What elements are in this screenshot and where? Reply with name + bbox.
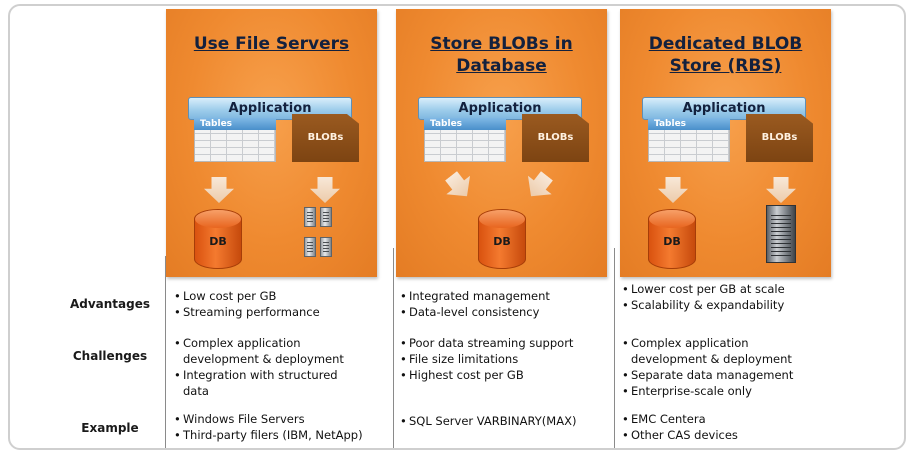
- list-item: Complex application development & deploy…: [622, 335, 822, 367]
- row-label-example: Example: [81, 421, 139, 435]
- list-item: Low cost per GB: [174, 288, 384, 304]
- panel-title: Dedicated BLOB Store (RBS): [648, 34, 803, 76]
- list-item: Integrated management: [400, 288, 610, 304]
- blobs-box: BLOBs: [292, 114, 359, 162]
- panel-title: Store BLOBs in Database: [430, 34, 573, 76]
- list-item: Poor data streaming support: [400, 335, 612, 351]
- list-item: Scalability & expandability: [622, 297, 837, 313]
- challenges-blobs-in-database: Poor data streaming support File size li…: [400, 335, 612, 383]
- advantages-dedicated-blob-store: Lower cost per GB at scale Scalability &…: [622, 281, 837, 313]
- list-item: Other CAS devices: [622, 427, 822, 443]
- list-item: File size limitations: [400, 351, 612, 367]
- panel-dedicated-blob-store: Dedicated BLOB Store (RBS) Application T…: [620, 9, 831, 277]
- challenges-dedicated-blob-store: Complex application development & deploy…: [622, 335, 822, 399]
- list-item: Enterprise-scale only: [622, 383, 822, 399]
- column-divider: [165, 256, 166, 448]
- tables-grid: Tables: [194, 118, 276, 162]
- column-divider: [614, 248, 615, 448]
- row-label-challenges: Challenges: [72, 349, 148, 363]
- list-item: Third-party filers (IBM, NetApp): [174, 427, 389, 443]
- down-arrow-icon: [310, 177, 340, 203]
- database-icon: DB: [194, 209, 242, 269]
- list-item: SQL Server VARBINARY(MAX): [400, 413, 612, 429]
- list-item: EMC Centera: [622, 411, 822, 427]
- advantages-blobs-in-database: Integrated management Data-level consist…: [400, 288, 610, 320]
- database-icon: DB: [648, 209, 696, 269]
- server-icon: [320, 207, 332, 227]
- panel-title: Use File Servers: [193, 34, 350, 54]
- column-divider: [393, 248, 394, 448]
- list-item: Highest cost per GB: [400, 367, 612, 383]
- list-item: Integration with structured data: [174, 367, 364, 399]
- advantages-file-servers: Low cost per GB Streaming performance: [174, 288, 384, 320]
- example-blobs-in-database: SQL Server VARBINARY(MAX): [400, 413, 612, 429]
- server-icon: [304, 237, 316, 257]
- down-arrow-icon: [204, 177, 234, 203]
- storage-rack-icon: [766, 205, 796, 263]
- challenges-file-servers: Complex application development & deploy…: [174, 335, 364, 399]
- tables-grid: Tables: [648, 118, 730, 162]
- down-arrow-icon: [519, 167, 559, 206]
- list-item: Separate data management: [622, 367, 822, 383]
- row-label-advantages: Advantages: [69, 297, 151, 311]
- down-arrow-icon: [766, 177, 796, 203]
- database-icon: DB: [478, 209, 526, 269]
- example-file-servers: Windows File Servers Third-party filers …: [174, 411, 389, 443]
- panel-blobs-in-database: Store BLOBs in Database Application Tabl…: [396, 9, 607, 277]
- server-icon: [320, 237, 332, 257]
- panel-file-servers: Use File Servers Application Tables BLOB…: [166, 9, 377, 277]
- down-arrow-icon: [439, 167, 479, 206]
- server-icon: [304, 207, 316, 227]
- tables-grid: Tables: [424, 118, 506, 162]
- list-item: Complex application development & deploy…: [174, 335, 364, 367]
- blobs-box: BLOBs: [746, 114, 813, 162]
- example-dedicated-blob-store: EMC Centera Other CAS devices: [622, 411, 822, 443]
- tables-label: Tables: [194, 118, 276, 130]
- list-item: Data-level consistency: [400, 304, 610, 320]
- list-item: Windows File Servers: [174, 411, 389, 427]
- blobs-box: BLOBs: [522, 114, 589, 162]
- tables-label: Tables: [648, 118, 730, 130]
- down-arrow-icon: [658, 177, 688, 203]
- tables-label: Tables: [424, 118, 506, 130]
- list-item: Lower cost per GB at scale: [622, 281, 837, 297]
- application-bar: Application: [418, 97, 582, 120]
- list-item: Streaming performance: [174, 304, 384, 320]
